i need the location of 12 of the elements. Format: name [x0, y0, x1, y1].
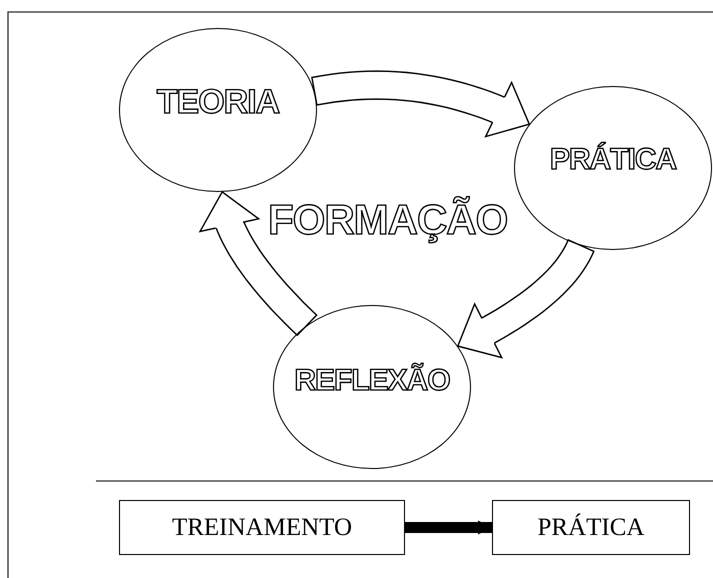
node-label: REFLEXÃO: [294, 364, 450, 398]
process-box: [492, 500, 690, 555]
arrow: [405, 520, 492, 534]
node-label: TEORIA: [156, 82, 280, 122]
cycle-ellipse: [119, 28, 317, 192]
cycle-ellipse: [273, 305, 471, 469]
node-label: PRÁTICA: [538, 514, 644, 542]
node-label: PRÁTICA: [550, 143, 676, 177]
cycle-ellipse: [514, 86, 712, 250]
center-title: FORMAÇÃO: [268, 196, 508, 244]
node-label: TREINAMENTO: [172, 514, 352, 542]
process-box: [119, 500, 405, 555]
